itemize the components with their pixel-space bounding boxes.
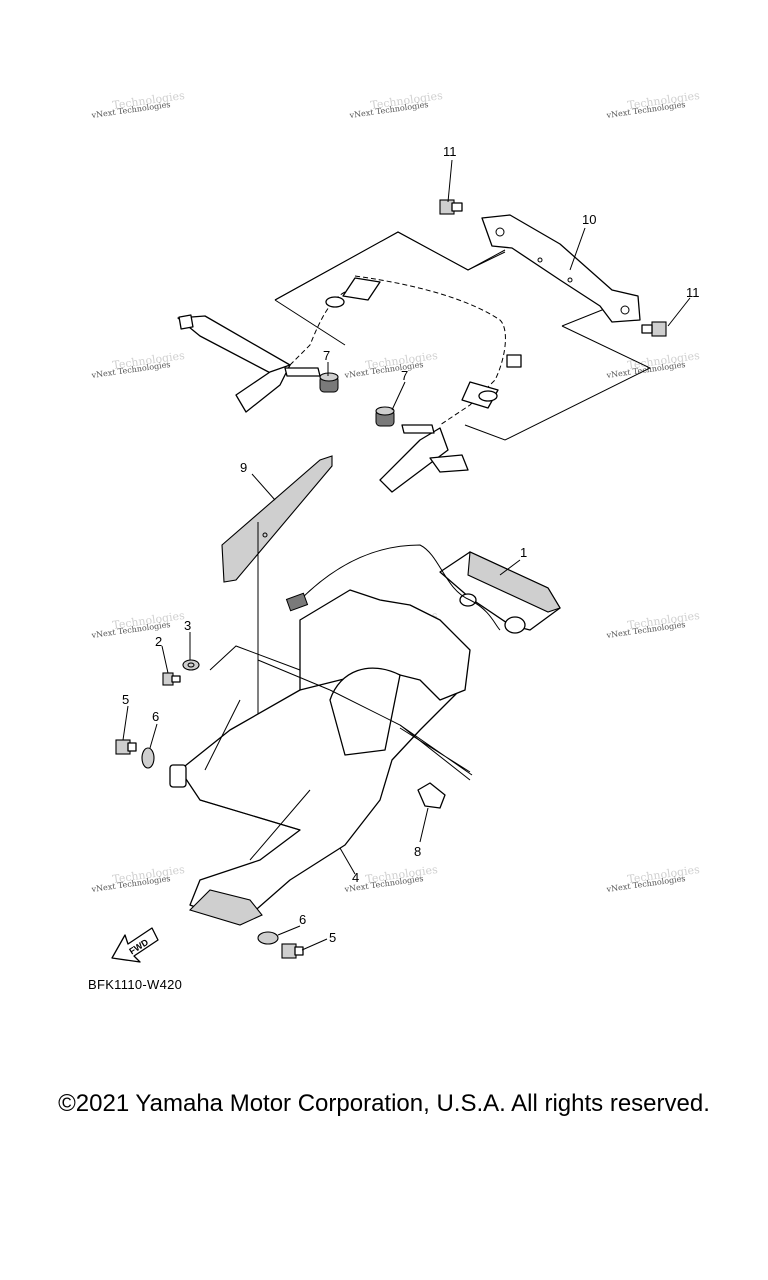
collar-6-left [141,747,155,769]
callout-6-left: 6 [152,709,159,724]
callout-7-left: 7 [323,348,330,363]
leader-lines [122,159,691,951]
rear-fender [169,589,471,926]
watermark: Technologies vNext Technologies [348,89,444,120]
assembly-plane-upper-outline [274,231,652,441]
callout-6-right: 6 [299,912,306,927]
bolt-11-upper [439,199,463,215]
callout-5-right: 5 [329,930,336,945]
watermark: Technologies vNext Technologies [90,89,186,120]
callout-1: 1 [520,545,527,560]
callout-7-right: 7 [401,368,408,383]
damper-7-right [375,406,395,427]
watermark: Technologies vNext Technologies [605,609,701,640]
callout-3: 3 [184,618,191,633]
callouts: 11 10 11 7 7 9 1 3 2 5 6 8 4 6 5 [122,144,700,945]
diagram-code: BFK1110-W420 [88,977,183,992]
washer-3 [182,659,200,671]
seat-rail-frame [177,275,522,493]
bolt-11-right [641,321,667,337]
watermark: Technologies vNext Technologies [343,349,439,380]
assembly-plane-lower [209,645,473,776]
fwd-arrow: FWD [111,927,159,963]
callout-8: 8 [414,844,421,859]
bolt-2 [162,672,181,686]
assembly-plane-upper [274,231,506,301]
watermark: Technologies vNext Technologies [605,863,701,894]
bolt-5-left [115,739,137,755]
watermark: Technologies vNext Technologies [90,349,186,380]
bolt-5-right [281,943,304,959]
parts-diagram: Technologies vNext Technologies Technolo… [90,89,701,963]
watermark: Technologies vNext Technologies [90,863,186,894]
watermark: Technologies vNext Technologies [605,349,701,380]
callout-11-right: 11 [686,285,700,300]
rear-bracket [481,214,641,323]
clip-8 [417,782,446,809]
callout-5-left: 5 [122,692,129,707]
watermark: Technologies vNext Technologies [605,89,701,120]
collar-6-right [257,931,279,945]
callout-4: 4 [352,870,359,885]
callout-9: 9 [240,460,247,475]
damper-7-left [319,372,339,393]
callout-10: 10 [582,212,596,227]
callout-2: 2 [155,634,162,649]
tail-light [285,544,561,634]
copyright-notice: ©2021 Yamaha Motor Corporation, U.S.A. A… [58,1090,710,1117]
callout-11-upper: 11 [443,144,457,159]
watermark: Technologies vNext Technologies [90,609,186,640]
